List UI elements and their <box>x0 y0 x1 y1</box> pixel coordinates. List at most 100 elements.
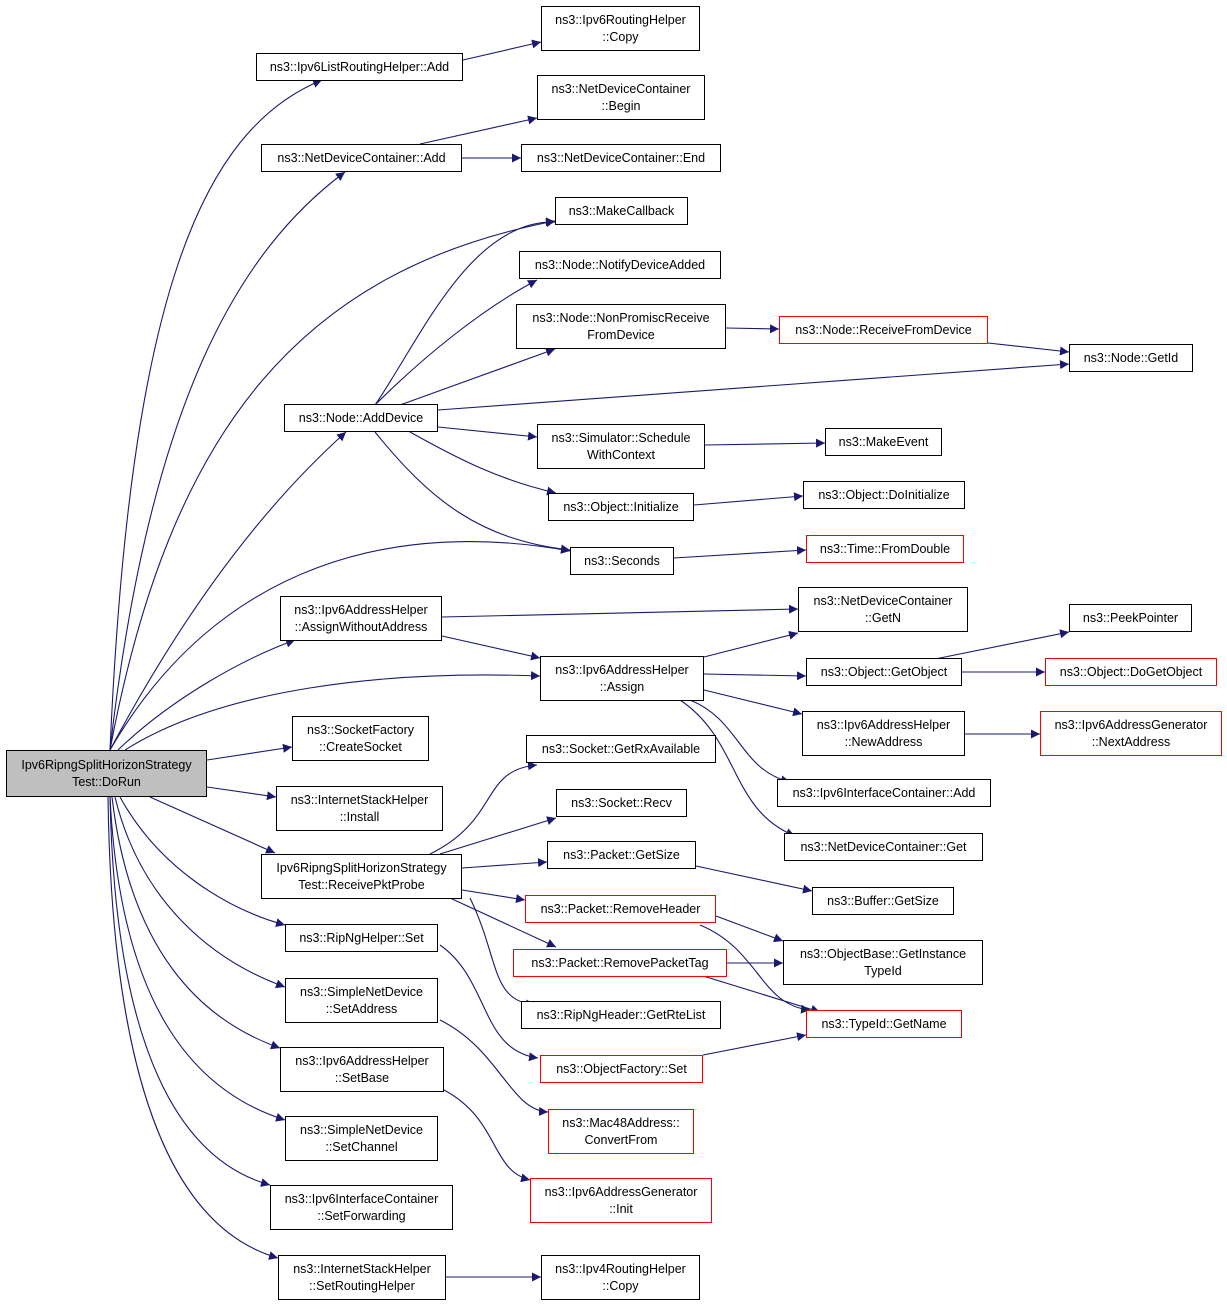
node-ipv6ifcont-setforwarding[interactable]: ns3::Ipv6InterfaceContainer ::SetForward… <box>270 1185 453 1230</box>
node-ipv6-address-assign[interactable]: ns3::Ipv6AddressHelper ::Assign <box>540 656 704 701</box>
node-object-dogetobject[interactable]: ns3::Object::DoGetObject <box>1045 658 1217 686</box>
node-object-getobject[interactable]: ns3::Object::GetObject <box>806 658 962 686</box>
node-netdevcont-getn[interactable]: ns3::NetDeviceContainer ::GetN <box>798 587 968 632</box>
edge-root-adddevice <box>109 431 347 751</box>
node-getid[interactable]: ns3::Node::GetId <box>1069 344 1193 372</box>
edge-assign-getn <box>703 630 799 658</box>
node-ipv6-setbase[interactable]: ns3::Ipv6AddressHelper ::SetBase <box>280 1047 444 1092</box>
node-addrgen-init[interactable]: ns3::Ipv6AddressGenerator ::Init <box>530 1178 712 1223</box>
node-peek-pointer[interactable]: ns3::PeekPointer <box>1069 604 1192 632</box>
node-ipv6-newaddress[interactable]: ns3::Ipv6AddressHelper ::NewAddress <box>802 711 965 756</box>
edge-adddevice-getid <box>437 360 1070 411</box>
edge-root-setrouting <box>107 796 279 1260</box>
edge-removepackettag-getname <box>699 974 821 1014</box>
edge-root-receivepktprobe <box>149 796 276 854</box>
edge-root-listadd <box>109 79 323 751</box>
edge-seconds-fromdouble <box>673 546 807 559</box>
node-ipv6-routing-helper-copy[interactable]: ns3::Ipv6RoutingHelper ::Copy <box>541 6 700 51</box>
edge-assign-netdevget <box>679 699 796 837</box>
edge-root-setaddress <box>114 796 286 989</box>
edge-adddevice-schedule <box>437 426 538 441</box>
node-object-initialize[interactable]: ns3::Object::Initialize <box>548 493 694 521</box>
node-nonpromisc-receive[interactable]: ns3::Node::NonPromiscReceive FromDevice <box>516 304 726 349</box>
edge-adddevice-notify <box>374 279 538 406</box>
node-addrgen-nextaddress[interactable]: ns3::Ipv6AddressGenerator ::NextAddress <box>1040 711 1222 756</box>
edge-root-setchannel <box>109 796 286 1122</box>
node-object-doinitialize[interactable]: ns3::Object::DoInitialize <box>803 481 965 509</box>
edge-root-seconds <box>109 541 571 751</box>
node-seconds[interactable]: ns3::Seconds <box>570 547 674 575</box>
node-netdevcont-get[interactable]: ns3::NetDeviceContainer::Get <box>784 833 983 861</box>
edge-assignwithout-assign <box>441 635 541 661</box>
node-assign-without-address[interactable]: ns3::Ipv6AddressHelper ::AssignWithoutAd… <box>280 596 442 641</box>
edge-ripngset-objectfactoryset <box>439 944 539 1062</box>
edge-adddevice-initialize <box>409 431 557 496</box>
edge-root-ripngset <box>119 796 286 927</box>
node-receive-pkt-probe[interactable]: Ipv6RipngSplitHorizonStrategy Test::Rece… <box>261 854 462 899</box>
edge-probe-removepackettag <box>449 897 557 948</box>
edge-schedule-makeevent <box>704 438 826 448</box>
edge-root-makecallback <box>109 218 556 751</box>
node-objectfactory-set[interactable]: ns3::ObjectFactory::Set <box>540 1055 703 1083</box>
edge-listadd-copy <box>462 39 542 61</box>
node-objectbase-getinstancetypeid[interactable]: ns3::ObjectBase::GetInstance TypeId <box>783 940 983 985</box>
edge-probe-removeheader <box>461 889 526 904</box>
edge-root-install <box>206 786 277 801</box>
node-notify-device-added[interactable]: ns3::Node::NotifyDeviceAdded <box>519 251 721 279</box>
node-simulator-schedule[interactable]: ns3::Simulator::Schedule WithContext <box>537 424 705 469</box>
edge-removeheader-getname <box>699 924 811 1014</box>
edge-setbase-init <box>443 1089 531 1183</box>
edge-nonpromisc-receivefromdevice <box>725 324 780 334</box>
node-internetstack-setroutinghelper[interactable]: ns3::InternetStackHelper ::SetRoutingHel… <box>278 1255 446 1300</box>
node-netdevcont-add[interactable]: ns3::NetDeviceContainer::Add <box>261 144 462 172</box>
node-socket-recv[interactable]: ns3::Socket::Recv <box>556 789 687 817</box>
node-internetstack-install[interactable]: ns3::InternetStackHelper ::Install <box>276 786 443 831</box>
edge-root-createsocket <box>206 743 293 761</box>
edge-assign-newaddress <box>703 689 803 717</box>
node-simplenetdev-setaddress[interactable]: ns3::SimpleNetDevice ::SetAddress <box>285 978 438 1023</box>
edge-root-netdevadd <box>109 171 346 751</box>
edge-root-setforwarding <box>109 796 271 1187</box>
edge-removeheader-getinstancetypeid <box>715 915 784 943</box>
node-packet-removeheader[interactable]: ns3::Packet::RemoveHeader <box>525 895 716 923</box>
node-socketfactory-createsocket[interactable]: ns3::SocketFactory ::CreateSocket <box>292 716 429 761</box>
node-mac48-convertfrom[interactable]: ns3::Mac48Address:: ConvertFrom <box>548 1109 694 1154</box>
node-packet-removepackettag[interactable]: ns3::Packet::RemovePacketTag <box>513 949 727 977</box>
edge-adddevice-makecallback <box>374 217 556 406</box>
edge-root-assign <box>124 671 541 751</box>
edge-netdevadd-begin <box>419 115 538 145</box>
node-make-event[interactable]: ns3::MakeEvent <box>825 428 942 456</box>
node-receive-from-device[interactable]: ns3::Node::ReceiveFromDevice <box>779 316 988 344</box>
edge-root-assignwithout <box>117 638 296 751</box>
node-buffer-getsize[interactable]: ns3::Buffer::GetSize <box>812 887 954 915</box>
node-add-device[interactable]: ns3::Node::AddDevice <box>284 404 438 432</box>
edge-adddevice-nonpromisc <box>399 347 556 406</box>
edge-assignwithout-getn <box>441 604 799 618</box>
node-ripngheader-getrtelist[interactable]: ns3::RipNgHeader::GetRteList <box>521 1001 721 1029</box>
node-ipv6-list-routing-add[interactable]: ns3::Ipv6ListRoutingHelper::Add <box>256 53 463 81</box>
edge-receivefromdevice-getid <box>987 342 1070 356</box>
node-socket-getrxavailable[interactable]: ns3::Socket::GetRxAvailable <box>526 735 716 763</box>
node-packet-getsize[interactable]: ns3::Packet::GetSize <box>547 841 696 869</box>
edge-adddevice-seconds <box>374 431 571 554</box>
node-ipv6ifcont-add[interactable]: ns3::Ipv6InterfaceContainer::Add <box>777 779 991 807</box>
edge-initialize-doinitialize <box>693 492 804 506</box>
edge-getsize-buffergetsize <box>695 865 813 894</box>
edge-probe-recv <box>439 816 557 855</box>
node-ipv4-routing-helper-copy[interactable]: ns3::Ipv4RoutingHelper ::Copy <box>541 1255 700 1300</box>
edge-assign-getobject <box>703 671 807 681</box>
edge-probe-getrxavailable <box>429 761 538 855</box>
node-simplenetdev-setchannel[interactable]: ns3::SimpleNetDevice ::SetChannel <box>285 1116 438 1161</box>
edge-setaddress-convertfrom <box>439 1019 549 1117</box>
edge-root-setbase <box>111 796 281 1050</box>
node-netdevcont-begin[interactable]: ns3::NetDeviceContainer ::Begin <box>537 75 705 120</box>
node-dorun-root[interactable]: Ipv6RipngSplitHorizonStrategy Test::DoRu… <box>6 750 207 797</box>
node-typeid-getname[interactable]: ns3::TypeId::GetName <box>806 1010 962 1038</box>
node-time-fromdouble[interactable]: ns3::Time::FromDouble <box>806 535 964 563</box>
node-make-callback[interactable]: ns3::MakeCallback <box>555 197 688 225</box>
edge-objectfactoryset-getname <box>702 1032 807 1056</box>
node-ripng-set[interactable]: ns3::RipNgHelper::Set <box>285 924 438 952</box>
node-netdevcont-end[interactable]: ns3::NetDeviceContainer::End <box>521 144 721 172</box>
